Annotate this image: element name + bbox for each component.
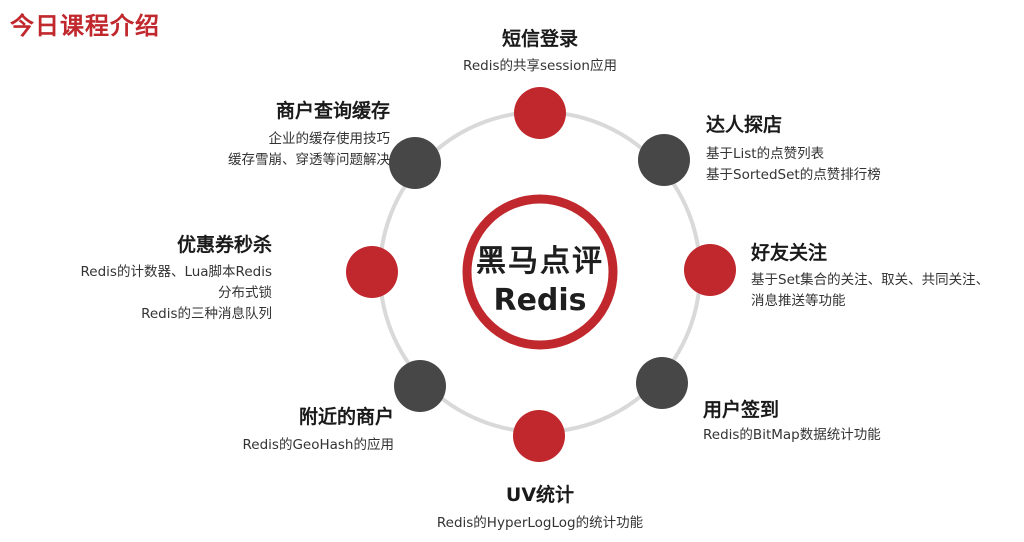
topic-desc: 企业的缓存使用技巧: [268, 131, 391, 147]
topic-title: 商户查询缓存: [275, 100, 390, 122]
topic-title: 用户签到: [703, 399, 780, 421]
topic-desc: Redis的计数器、Lua脚本Redis: [80, 264, 272, 280]
topic-title: 附近的商户: [298, 406, 394, 428]
page-title: 今日课程介绍: [10, 12, 160, 40]
node-uv-stats[interactable]: [513, 410, 565, 462]
topic-title: 优惠券秒杀: [176, 234, 272, 256]
topic-follow: 好友关注 基于Set集合的关注、取关、共同关注、 消息推送等功能: [751, 238, 989, 312]
node-coupon-seckill[interactable]: [346, 246, 398, 298]
center-title: 黑马点评: [476, 244, 604, 279]
node-follow[interactable]: [684, 244, 736, 296]
topic-desc: Redis的GeoHash的应用: [242, 437, 394, 453]
node-sms-login[interactable]: [514, 87, 566, 139]
topic-sms-login: 短信登录 Redis的共享session应用: [440, 24, 640, 77]
topic-desc: 消息推送等功能: [751, 293, 846, 309]
topic-desc: 基于List的点赞列表: [706, 146, 825, 162]
topic-desc: Redis的HyperLogLog的统计功能: [436, 515, 644, 531]
center-subtitle: Redis: [493, 283, 587, 318]
topic-desc: 基于SortedSet的点赞排行榜: [706, 167, 881, 183]
topic-desc: 分布式锁: [218, 285, 272, 301]
topic-nearby-shops: 附近的商户 Redis的GeoHash的应用: [243, 402, 394, 456]
topic-expert-shop: 达人探店 基于List的点赞列表 基于SortedSet的点赞排行榜: [706, 110, 881, 186]
topic-coupon-seckill: 优惠券秒杀 Redis的计数器、Lua脚本Redis 分布式锁 Redis的三种…: [81, 230, 272, 325]
topic-desc: Redis的共享session应用: [463, 58, 617, 74]
topic-desc: Redis的BitMap数据统计功能: [703, 427, 881, 443]
topic-shop-cache: 商户查询缓存 企业的缓存使用技巧 缓存雪崩、穿透等问题解决: [228, 96, 390, 171]
topic-uv-stats: UV统计 Redis的HyperLogLog的统计功能: [420, 480, 660, 534]
topic-sign-in: 用户签到 Redis的BitMap数据统计功能: [703, 395, 881, 446]
topic-desc: 基于Set集合的关注、取关、共同关注、: [751, 272, 990, 288]
topic-title: 好友关注: [751, 242, 828, 264]
node-sign-in[interactable]: [636, 357, 688, 409]
center-ring: [462, 194, 618, 350]
node-shop-cache[interactable]: [389, 137, 441, 189]
node-expert-shop[interactable]: [638, 134, 690, 186]
topic-title: 达人探店: [706, 114, 783, 136]
topic-desc: 缓存雪崩、穿透等问题解决: [228, 152, 390, 168]
topic-desc: Redis的三种消息队列: [141, 306, 272, 322]
topic-title: UV统计: [505, 484, 575, 506]
node-nearby-shops[interactable]: [394, 360, 446, 412]
topic-title: 短信登录: [501, 28, 578, 50]
